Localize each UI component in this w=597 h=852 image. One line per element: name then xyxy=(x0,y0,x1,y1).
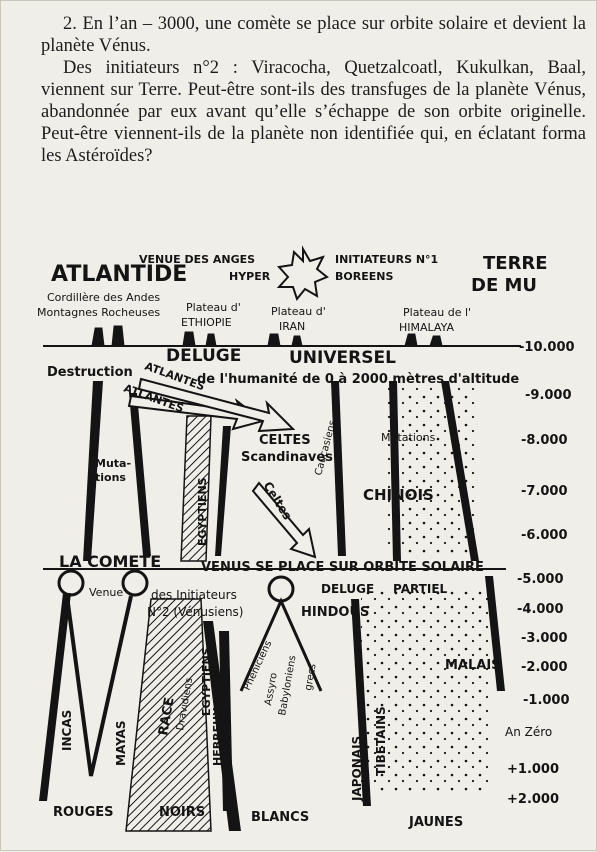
branch-rouges-upper xyxy=(83,381,103,561)
star-icon xyxy=(276,245,329,302)
iran-label-2: IRAN xyxy=(279,320,305,333)
ethiopie-label-2: ETHIOPIE xyxy=(181,316,232,329)
andes-mountains xyxy=(91,325,125,347)
timeline-label: -1.000 xyxy=(523,693,570,708)
timeline-label: +2.000 xyxy=(507,792,559,807)
himalaya-label-1: Plateau de l' xyxy=(403,306,471,319)
comete-label: LA COMETE xyxy=(59,552,161,571)
hatched-branch-noirs xyxy=(125,598,212,832)
venue-anges-label: VENUE DES ANGES xyxy=(139,253,255,266)
himalaya-label-2: HIMALAYA xyxy=(399,321,454,334)
mu-label: DE MU xyxy=(471,275,537,296)
celtes-label: CELTES xyxy=(259,433,311,448)
hatched-branch-upper xyxy=(180,415,212,562)
branch-atlantes xyxy=(129,393,151,556)
terre-label: TERRE xyxy=(483,253,548,274)
iran-label-1: Plateau d' xyxy=(271,305,326,318)
timeline-label: -10.000 xyxy=(519,340,575,355)
deluge-label: DELUGE xyxy=(166,346,241,366)
timeline-label: -6.000 xyxy=(521,528,568,543)
deluge-partiel-1: DELUGE xyxy=(321,582,374,596)
branch-incas-mayas xyxy=(65,595,133,777)
rouges-label: ROUGES xyxy=(53,805,114,820)
venus-label: VENUS SE PLACE SUR ORBITE SOLAIRE xyxy=(201,560,484,575)
ethiopie-label-1: Plateau d' xyxy=(186,301,241,314)
timeline-label: +1.000 xyxy=(507,762,559,777)
ethiopia-plateau xyxy=(182,331,217,347)
race-label: RACE xyxy=(156,696,177,737)
hyper-label: HYPER xyxy=(229,270,271,283)
text-block: 2. En l’an – 3000, une comète se place s… xyxy=(41,13,586,167)
timeline-label: An Zéro xyxy=(505,725,552,739)
branch-egyptiens-upper xyxy=(215,426,231,556)
malais-label: MALAIS xyxy=(445,658,501,673)
timeline-label: -8.000 xyxy=(521,433,568,448)
egyptiens-upper-label: EGYPTIENS xyxy=(196,477,209,546)
babyloniens-label: Babyloniens xyxy=(277,655,298,717)
scandinaves-label: Scandinaves xyxy=(241,450,333,465)
timeline-label: -7.000 xyxy=(521,484,568,499)
montagnes-label: Montagnes Rocheuses xyxy=(37,306,160,319)
japonais-label: JAPONAIS xyxy=(350,736,364,802)
assyro-label: Assyro xyxy=(263,672,280,707)
egyptiens-lower-label: EGYPTIENS xyxy=(200,647,213,716)
boreens-label: BOREENS xyxy=(335,270,393,283)
branch-pheniciens-grecs xyxy=(239,597,323,692)
mutations-right-label: Mutations xyxy=(381,431,436,444)
dotted-yellow-region-lower xyxy=(361,591,491,791)
atlantide-label: ATLANTIDE xyxy=(51,262,187,287)
timeline-label: -2.000 xyxy=(521,660,568,675)
timeline-axis: -10.000 -9.000 -8.000 -7.000 -6.000 -5.0… xyxy=(505,340,575,807)
initiator-circle-2 xyxy=(121,569,149,597)
initiator-circle-1 xyxy=(57,569,85,597)
noirs-label: NOIRS xyxy=(159,805,205,820)
timeline-label: -9.000 xyxy=(525,388,572,403)
destruction-label: Destruction xyxy=(47,365,133,380)
branch-caucasiens xyxy=(331,381,346,556)
branch-malais xyxy=(485,576,505,691)
jaunes-label: JAUNES xyxy=(408,815,463,830)
paragraph-1: 2. En l’an – 3000, une comète se place s… xyxy=(41,14,586,56)
chinois-label: CHINOIS xyxy=(363,486,434,504)
hebreux-label: HEBREUX xyxy=(211,707,224,766)
grecs-label: grecs xyxy=(303,663,319,692)
initiateurs-1-label: INITIATEURS N°1 xyxy=(335,253,438,266)
dotted-yellow-region xyxy=(386,386,476,556)
mutations-left-1: Muta- xyxy=(95,457,131,470)
arrow-atlantes-2 xyxy=(137,377,296,433)
cordillere-label: Cordillère des Andes xyxy=(47,291,160,304)
timeline-label: -3.000 xyxy=(521,631,568,646)
mayas-label: MAYAS xyxy=(114,720,128,766)
mutations-left-2: tions xyxy=(95,471,126,484)
tibetains-label: TIBETAINS xyxy=(374,706,388,776)
branch-hebreux xyxy=(219,631,233,811)
blancs-label: BLANCS xyxy=(251,810,309,825)
arrow-celtes xyxy=(251,481,317,559)
himalaya-plateau xyxy=(404,333,443,347)
universel-label: UNIVERSEL xyxy=(289,348,396,368)
venue-initiateurs-1: Venue xyxy=(89,586,123,599)
humanite-label: de l'humanité de 0 à 2000 mètres d'altit… xyxy=(197,372,519,387)
paragraph-2: Des initiateurs n°2 : Viracocha, Quetzal… xyxy=(41,58,586,166)
incas-label: INCAS xyxy=(60,710,74,751)
iran-plateau xyxy=(267,333,303,347)
timeline-label: -5.000 xyxy=(517,572,564,587)
timeline-label: -4.000 xyxy=(517,602,564,617)
branch-rouges-lower xyxy=(39,593,71,801)
